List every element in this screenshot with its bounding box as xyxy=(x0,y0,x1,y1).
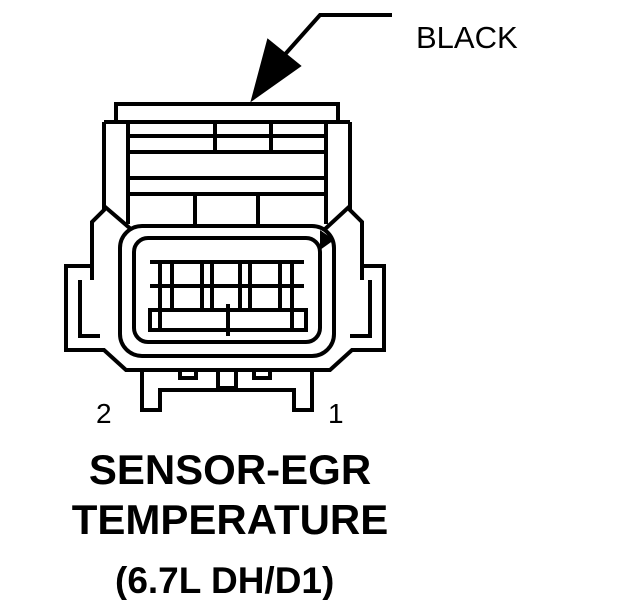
connector-title-line-1: SENSOR-EGR xyxy=(88,446,372,493)
connector-title-line-3: (6.7L DH/D1) xyxy=(115,560,335,600)
connector-bottom-tabs xyxy=(140,368,314,412)
wire-color-label: BLACK xyxy=(416,20,518,55)
pin-label-1: 1 xyxy=(328,398,344,429)
connector-housing-top xyxy=(102,102,352,250)
terminal-cavity xyxy=(118,224,336,358)
leader-arrowhead xyxy=(250,38,302,103)
connector-title-line-2: TEMPERATURE xyxy=(71,496,389,543)
pin-label-2: 2 xyxy=(96,398,112,429)
leader-line xyxy=(278,13,392,62)
